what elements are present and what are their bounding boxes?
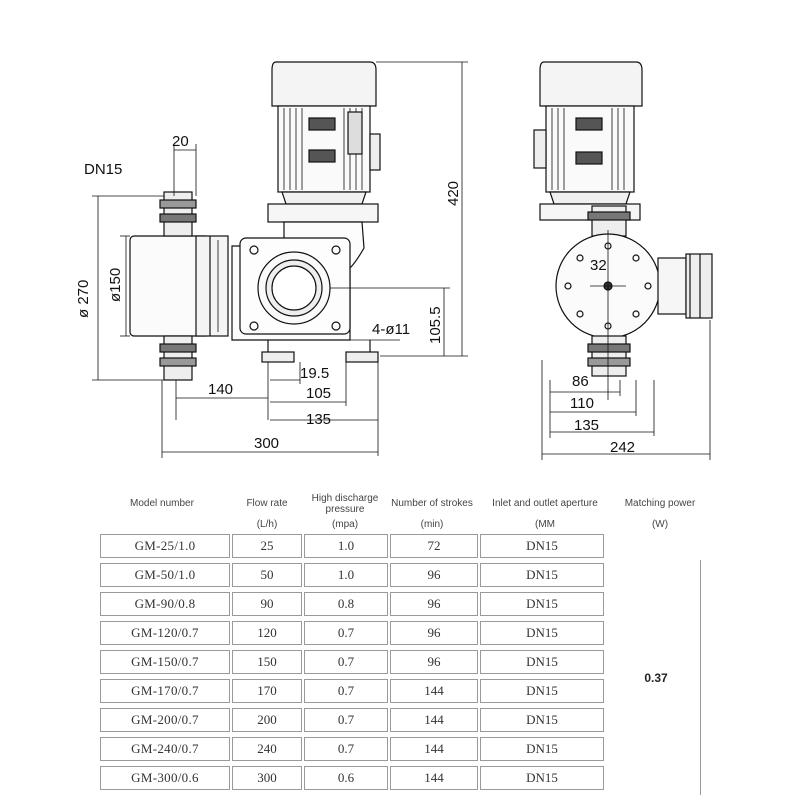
cell-strokes: 72 [390, 534, 478, 558]
cell-flow: 200 [232, 708, 302, 732]
side-dimensions [541, 230, 711, 460]
motor-cap [271, 61, 377, 107]
cell-model: GM-120/0.7 [100, 621, 230, 645]
cell-flow: 25 [232, 534, 302, 558]
label-135: 135 [306, 411, 331, 428]
header-flow: Flow rate [246, 498, 288, 509]
cell-model: GM-25/1.0 [100, 534, 230, 558]
label-110: 110 [570, 395, 594, 412]
label-holes: 4-ø11 [372, 321, 410, 338]
cell-flow: 150 [232, 650, 302, 674]
cell-flow: 170 [232, 679, 302, 703]
unit-strokes: (min) [420, 519, 444, 530]
label-105: 105 [306, 385, 331, 402]
cell-strokes: 144 [390, 766, 478, 790]
label-140: 140 [208, 381, 233, 398]
cell-aperture: DN15 [480, 679, 604, 703]
label-105-5: 105.5 [427, 306, 444, 344]
cell-pressure: 0.7 [304, 650, 388, 674]
header-power: Matching power [624, 498, 696, 509]
cell-flow: 50 [232, 563, 302, 587]
cell-model: GM-200/0.7 [100, 708, 230, 732]
label-19-5: 19.5 [300, 365, 329, 382]
cell-aperture: DN15 [480, 766, 604, 790]
label-86: 86 [572, 373, 589, 390]
header-aperture: Inlet and outlet aperture [492, 498, 598, 509]
label-dn15: DN15 [84, 161, 122, 178]
cell-aperture: DN15 [480, 650, 604, 674]
label-300: 300 [254, 435, 279, 452]
cell-pressure: 0.7 [304, 621, 388, 645]
header-pressure: High discharge pressure [302, 493, 388, 515]
label-d270: ø 270 [75, 280, 92, 318]
cell-pressure: 0.7 [304, 708, 388, 732]
cell-aperture: DN15 [480, 621, 604, 645]
label-32: 32 [590, 257, 607, 274]
cell-aperture: DN15 [480, 563, 604, 587]
label-420: 420 [445, 181, 462, 206]
cell-model: GM-50/1.0 [100, 563, 230, 587]
cell-model: GM-300/0.6 [100, 766, 230, 790]
cell-strokes: 96 [390, 563, 478, 587]
side-motor-cap [539, 61, 643, 107]
label-20: 20 [172, 133, 189, 150]
cell-aperture: DN15 [480, 592, 604, 616]
cell-pressure: 0.6 [304, 766, 388, 790]
cell-flow: 300 [232, 766, 302, 790]
header-pressure-line2: pressure [325, 504, 365, 515]
cell-aperture: DN15 [480, 708, 604, 732]
unit-flow: (L/h) [256, 519, 278, 530]
cell-pressure: 0.7 [304, 737, 388, 761]
cell-strokes: 96 [390, 650, 478, 674]
cell-model: GM-150/0.7 [100, 650, 230, 674]
unit-power: (W) [651, 519, 669, 530]
unit-pressure: (mpa) [331, 519, 359, 530]
label-135-side: 135 [574, 417, 599, 434]
cell-pressure: 1.0 [304, 534, 388, 558]
matching-power-value: 0.37 [612, 560, 701, 795]
cell-aperture: DN15 [480, 737, 604, 761]
cell-pressure: 0.7 [304, 679, 388, 703]
cell-strokes: 144 [390, 679, 478, 703]
label-d150: ø150 [107, 268, 124, 302]
front-dimensions [92, 61, 468, 458]
cell-pressure: 0.8 [304, 592, 388, 616]
cell-strokes: 96 [390, 621, 478, 645]
cell-strokes: 144 [390, 708, 478, 732]
cell-flow: 120 [232, 621, 302, 645]
cell-flow: 240 [232, 737, 302, 761]
side-view [533, 61, 713, 377]
header-pressure-line1: High discharge [311, 493, 379, 504]
label-242: 242 [610, 439, 635, 456]
cell-model: GM-90/0.8 [100, 592, 230, 616]
cell-strokes: 96 [390, 592, 478, 616]
pump-technical-drawing: DN15 20 ø 270 ø150 420 105.5 4-ø11 140 1… [75, 61, 713, 460]
cell-strokes: 144 [390, 737, 478, 761]
header-strokes: Number of strokes [391, 498, 473, 509]
cell-pressure: 1.0 [304, 563, 388, 587]
cell-model: GM-240/0.7 [100, 737, 230, 761]
cell-flow: 90 [232, 592, 302, 616]
unit-aperture: (MM [535, 519, 555, 530]
header-model: Model number [130, 498, 194, 509]
cell-model: GM-170/0.7 [100, 679, 230, 703]
front-view [129, 61, 381, 381]
cell-aperture: DN15 [480, 534, 604, 558]
